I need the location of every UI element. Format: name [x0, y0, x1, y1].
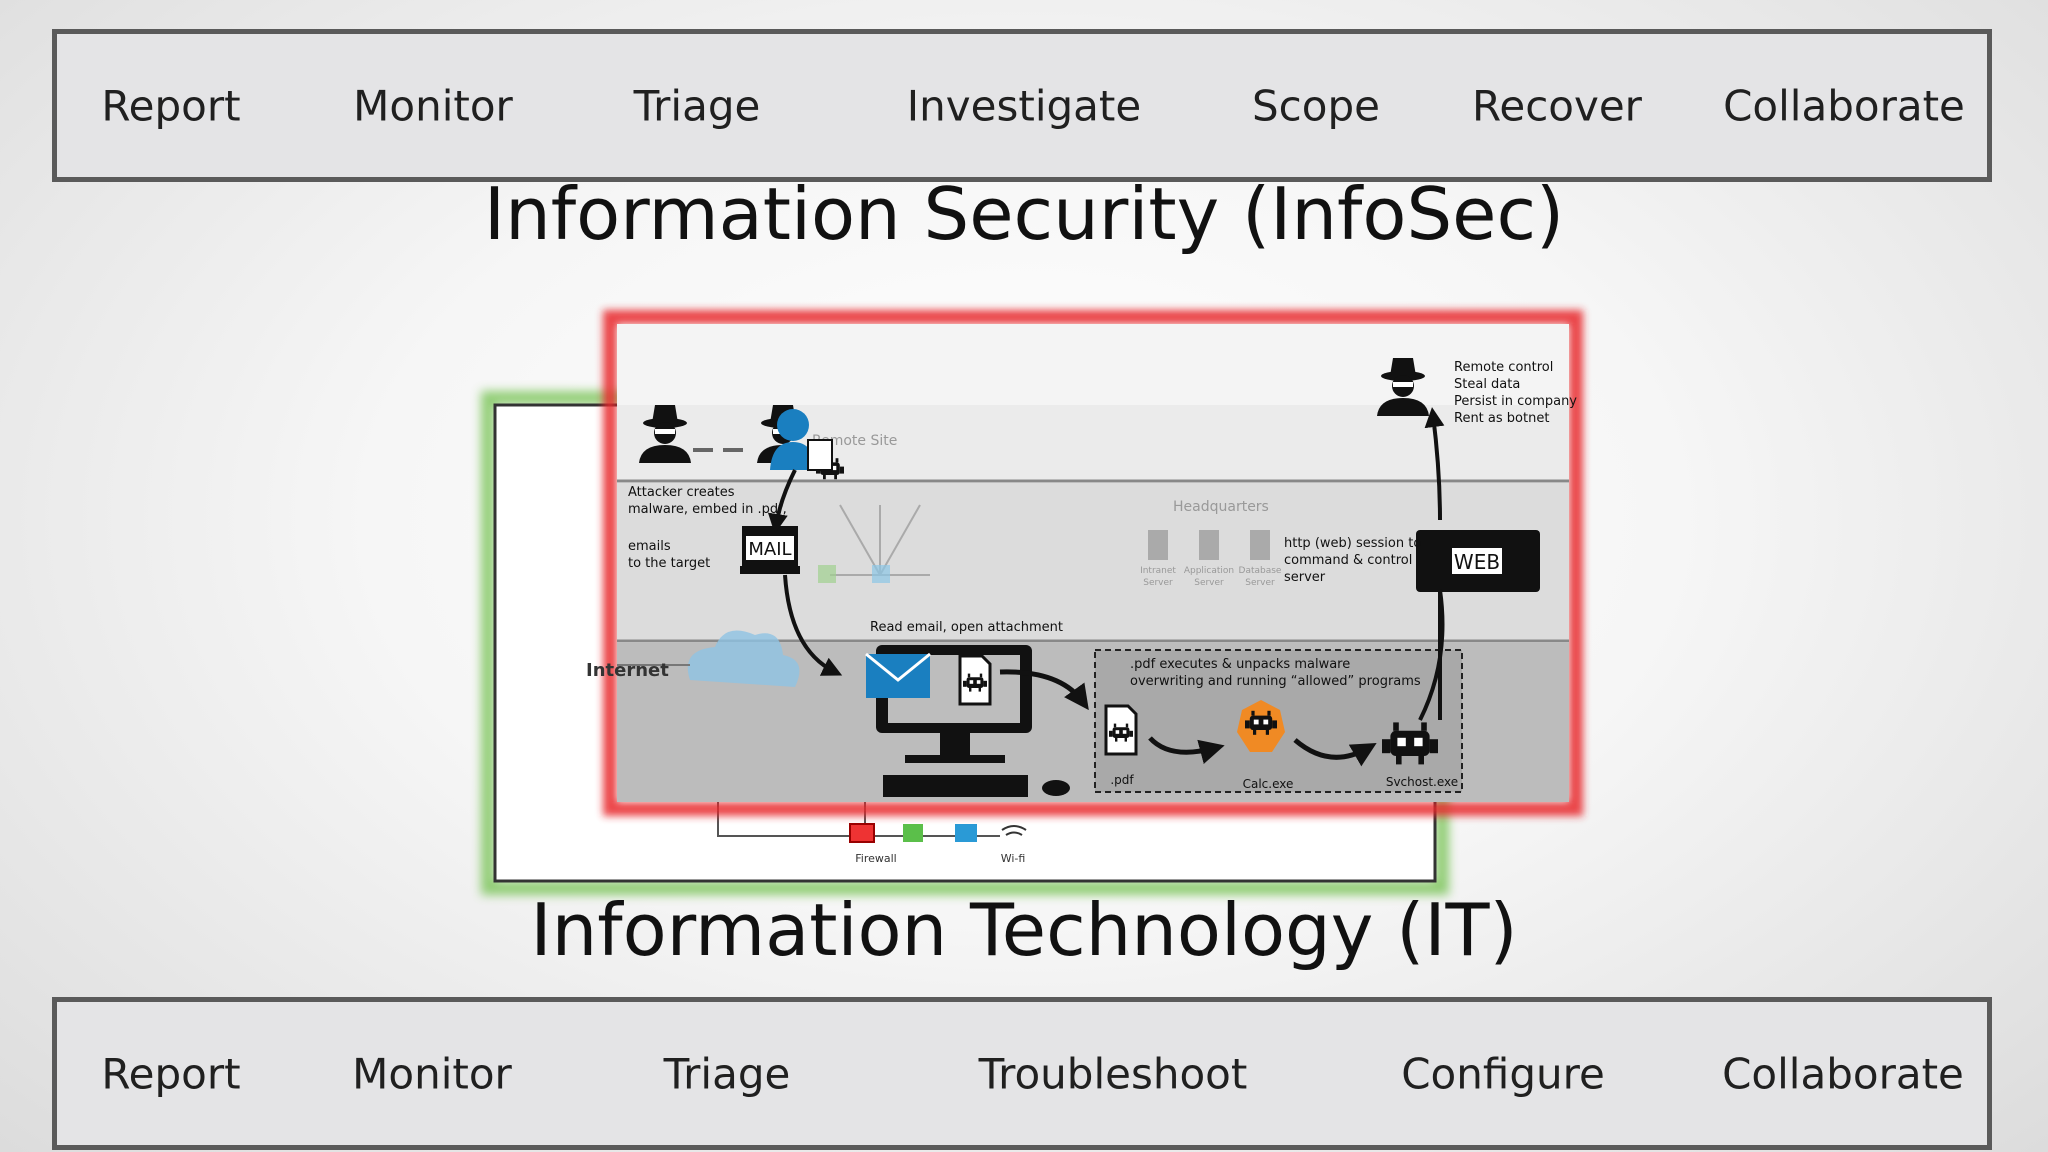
svg-text:Read email, open attachment: Read email, open attachment: [870, 620, 1063, 635]
svg-text:WEB: WEB: [1454, 550, 1500, 574]
svg-text:Firewall: Firewall: [855, 852, 896, 865]
svg-text:Calc.exe: Calc.exe: [1243, 777, 1294, 791]
svg-text:overwriting and running “allow: overwriting and running “allowed” progra…: [1130, 674, 1421, 689]
svg-text:Internet: Internet: [586, 660, 669, 681]
firewall-icon: [849, 823, 875, 843]
top-item-recover: Recover: [1472, 81, 1642, 130]
bottom-item-collaborate: Collaborate: [1722, 1049, 1964, 1098]
top-item-collaborate: Collaborate: [1723, 81, 1965, 130]
top-item-monitor: Monitor: [353, 81, 513, 130]
pdf-file-icon: [1106, 706, 1136, 754]
pdf-icon: [960, 656, 990, 704]
svg-text:Intranet: Intranet: [1140, 566, 1176, 576]
svg-text:server: server: [1284, 570, 1326, 585]
svg-text:.pdf: .pdf: [1110, 773, 1134, 787]
svg-text:Remote Site: Remote Site: [812, 433, 897, 449]
wifi-icon: [1001, 825, 1027, 836]
top-item-report: Report: [101, 81, 241, 130]
svg-text:emails: emails: [628, 539, 671, 554]
bottom-item-report: Report: [101, 1049, 241, 1098]
bottom-item-troubleshoot: Troubleshoot: [978, 1049, 1248, 1098]
infosec-activity-bar: Report Monitor Triage Investigate Scope …: [52, 29, 1992, 182]
svg-text:to the target: to the target: [628, 556, 710, 571]
bottom-item-monitor: Monitor: [352, 1049, 512, 1098]
svg-text:Server: Server: [1194, 578, 1224, 588]
svg-text:Application: Application: [1184, 566, 1234, 576]
it-activity-bar: Report Monitor Triage Troubleshoot Confi…: [52, 997, 1992, 1150]
user-icon: [777, 409, 809, 441]
cloud-icon: [687, 630, 800, 687]
svg-text:MAIL: MAIL: [748, 539, 791, 560]
top-item-triage: Triage: [633, 81, 761, 130]
svg-text:Rent as botnet: Rent as botnet: [1454, 411, 1549, 426]
svg-text:Svchost.exe: Svchost.exe: [1386, 775, 1458, 789]
svg-text:command & control: command & control: [1284, 553, 1412, 568]
svg-text:http (web) session to: http (web) session to: [1284, 536, 1421, 551]
router-icon: [903, 824, 923, 842]
svg-text:.pdf executes & unpacks malwar: .pdf executes & unpacks malware: [1130, 657, 1350, 672]
infosec-scope-frame: [603, 310, 1583, 816]
svg-text:Wi-fi: Wi-fi: [1001, 852, 1026, 865]
top-item-scope: Scope: [1252, 81, 1380, 130]
switch-icon: [955, 824, 977, 842]
svg-text:Server: Server: [1143, 578, 1173, 588]
top-item-investigate: Investigate: [906, 81, 1142, 130]
svg-text:Headquarters: Headquarters: [1173, 499, 1269, 515]
bottom-item-triage: Triage: [663, 1049, 791, 1098]
svg-text:Remote control: Remote control: [1454, 360, 1553, 375]
bottom-item-configure: Configure: [1401, 1049, 1605, 1098]
svg-text:Database: Database: [1239, 566, 1282, 576]
svg-text:Persist in company: Persist in company: [1454, 394, 1577, 409]
svg-text:malware, embed in .pdf,: malware, embed in .pdf,: [628, 502, 787, 517]
it-title: Information Technology (IT): [530, 888, 1518, 972]
svg-text:Steal data: Steal data: [1454, 377, 1520, 392]
svg-text:Attacker creates: Attacker creates: [628, 485, 735, 500]
keyboard-icon: [883, 775, 1028, 797]
svg-text:Server: Server: [1245, 578, 1275, 588]
infosec-title: Information Security (InfoSec): [483, 172, 1565, 256]
mouse-icon: [1042, 780, 1070, 796]
